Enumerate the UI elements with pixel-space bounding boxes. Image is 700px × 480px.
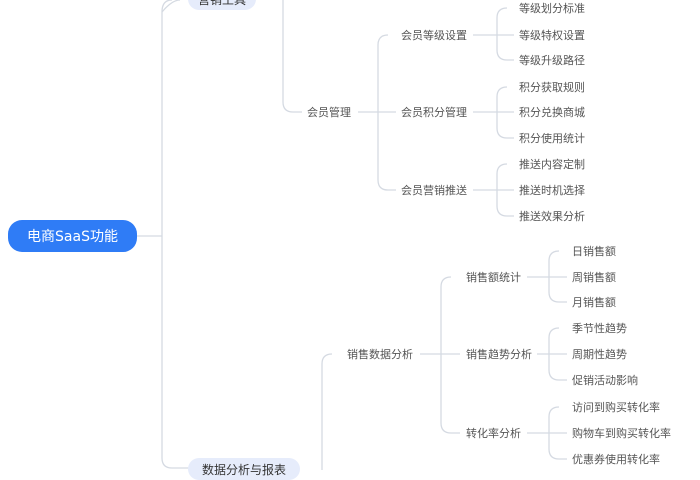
root-node[interactable]: 电商SaaS功能 <box>8 220 137 252</box>
leaf-node[interactable]: 周期性趋势 <box>572 348 627 361</box>
node-group[interactable]: 销售趋势分析 <box>466 348 532 361</box>
node-group[interactable]: 会员等级设置 <box>401 29 467 42</box>
leaf-node[interactable]: 推送内容定制 <box>519 158 585 171</box>
leaf-node[interactable]: 推送时机选择 <box>519 184 585 197</box>
leaf-node[interactable]: 促销活动影响 <box>572 374 638 387</box>
leaf-node[interactable]: 访问到购买转化率 <box>572 401 660 414</box>
node-member-management[interactable]: 会员管理 <box>307 106 351 119</box>
node-group[interactable]: 会员积分管理 <box>401 106 467 119</box>
leaf-node[interactable]: 积分使用统计 <box>519 132 585 145</box>
leaf-node[interactable]: 等级划分标准 <box>519 2 585 15</box>
leaf-node[interactable]: 季节性趋势 <box>572 322 627 335</box>
leaf-node[interactable]: 积分兑换商城 <box>519 106 585 119</box>
branch-data-analysis[interactable]: 数据分析与报表 <box>188 458 300 480</box>
node-group[interactable]: 销售额统计 <box>466 271 521 284</box>
node-group[interactable]: 转化率分析 <box>466 427 521 440</box>
branch-marketing-tools[interactable]: 营销工具 <box>188 0 256 10</box>
leaf-node[interactable]: 优惠券使用转化率 <box>572 453 660 466</box>
leaf-node[interactable]: 购物车到购买转化率 <box>572 427 671 440</box>
leaf-node[interactable]: 积分获取规则 <box>519 81 585 94</box>
node-sales-analysis[interactable]: 销售数据分析 <box>347 348 413 361</box>
node-group[interactable]: 会员营销推送 <box>401 184 467 197</box>
leaf-node[interactable]: 月销售额 <box>572 296 616 309</box>
leaf-node[interactable]: 推送效果分析 <box>519 210 585 223</box>
leaf-node[interactable]: 等级特权设置 <box>519 29 585 42</box>
connector-lines <box>137 0 567 470</box>
leaf-node[interactable]: 日销售额 <box>572 245 616 258</box>
leaf-node[interactable]: 等级升级路径 <box>519 54 585 67</box>
leaf-node[interactable]: 周销售额 <box>572 271 616 284</box>
